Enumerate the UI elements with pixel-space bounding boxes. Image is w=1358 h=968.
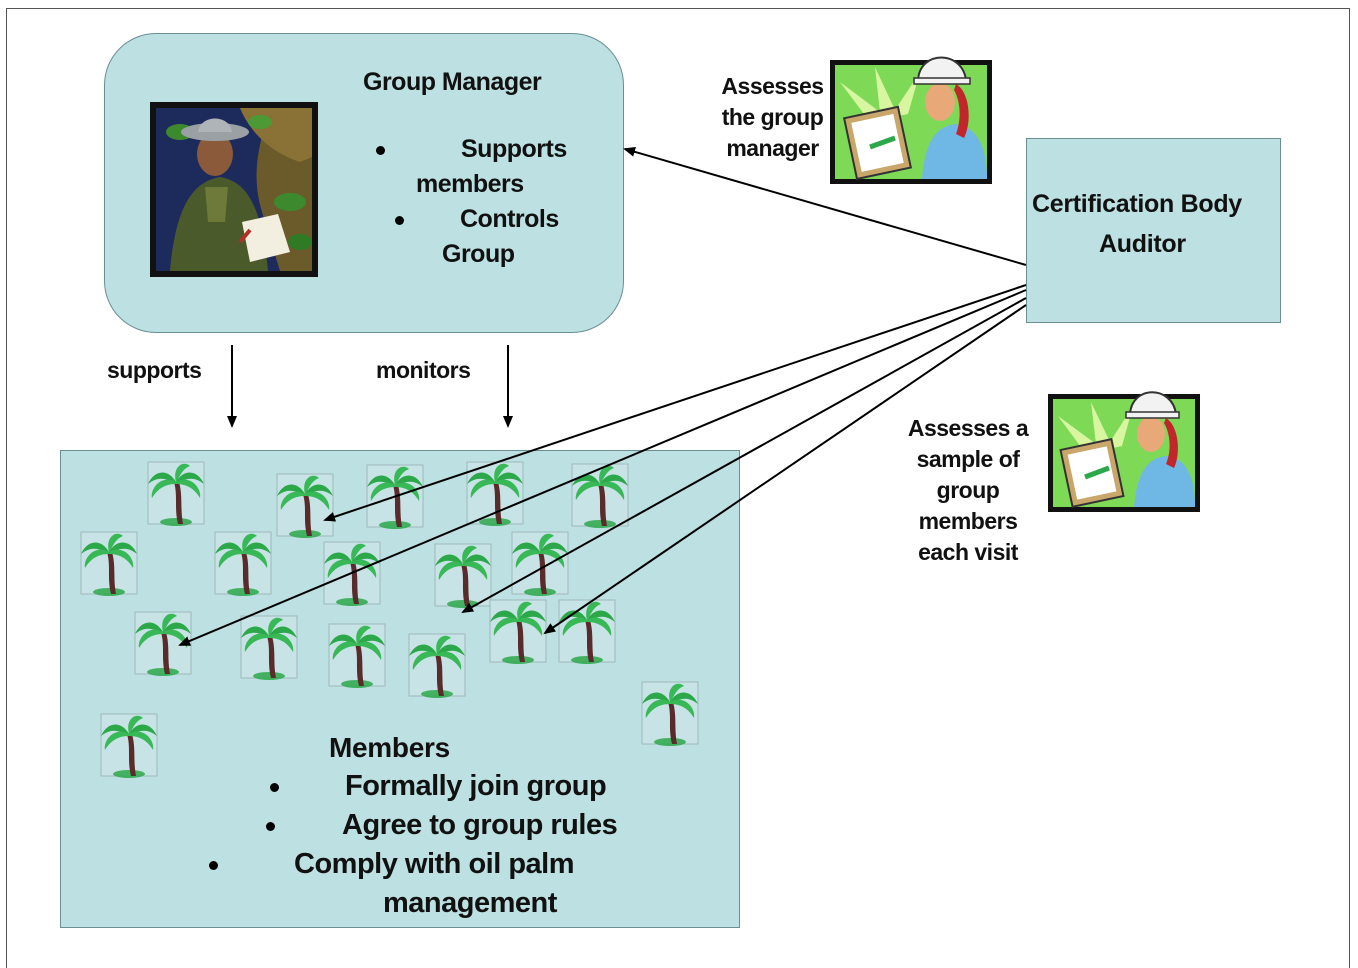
- bullet-dot: [266, 822, 275, 831]
- members-bullet-3-line2: management: [383, 887, 557, 919]
- diagram-frame: [6, 8, 1350, 968]
- gm-bullet-1-line1: Supports: [461, 135, 567, 163]
- auditor-illustration-bottom: [1048, 378, 1200, 517]
- certification-body-box: [1026, 138, 1281, 323]
- assess-manager-line: manager: [726, 135, 819, 161]
- members-bullet-2: Agree to group rules: [342, 809, 618, 841]
- bullet-dot: [209, 861, 218, 870]
- assess-members-label: Assesses a sample of group members each …: [893, 413, 1043, 568]
- assess-manager-label: Assesses the group manager: [710, 71, 835, 164]
- auditor-illustration-top: [830, 42, 992, 189]
- assess-members-line: sample of: [916, 446, 1020, 472]
- monitors-edge-label: monitors: [376, 357, 471, 383]
- assess-manager-line: Assesses: [721, 73, 824, 99]
- bullet-dot: [395, 216, 404, 225]
- gm-bullet-2-line2: Group: [442, 240, 515, 268]
- assess-manager-arrow: [623, 146, 1027, 266]
- supports-edge-label: supports: [107, 357, 202, 383]
- assess-member-arrow: [178, 289, 1027, 646]
- certification-body-line2: Auditor: [1099, 230, 1186, 258]
- members-bullet-3-line1: Comply with oil palm: [294, 848, 575, 880]
- group-manager-illustration: [150, 102, 318, 277]
- assess-members-line: Assesses a: [907, 415, 1029, 441]
- gm-bullet-2-line1: Controls: [460, 205, 559, 233]
- assess-members-line: each visit: [918, 539, 1018, 565]
- bullet-dot: [270, 783, 279, 792]
- bullet-dot: [376, 146, 385, 155]
- gm-bullet-1-line2: members: [416, 170, 524, 198]
- assess-member-arrow: [543, 304, 1027, 635]
- certification-body-line1: Certification Body: [1032, 190, 1242, 218]
- assess-members-line: group: [936, 477, 1000, 503]
- assess-member-arrow: [323, 284, 1027, 522]
- assess-manager-line: the group: [721, 104, 824, 130]
- assess-member-arrow: [461, 297, 1027, 613]
- members-title: Members: [329, 732, 450, 763]
- members-box: [60, 450, 740, 928]
- assess-members-line: members: [918, 508, 1018, 534]
- group-manager-title: Group Manager: [363, 68, 542, 96]
- members-bullet-1: Formally join group: [345, 770, 607, 802]
